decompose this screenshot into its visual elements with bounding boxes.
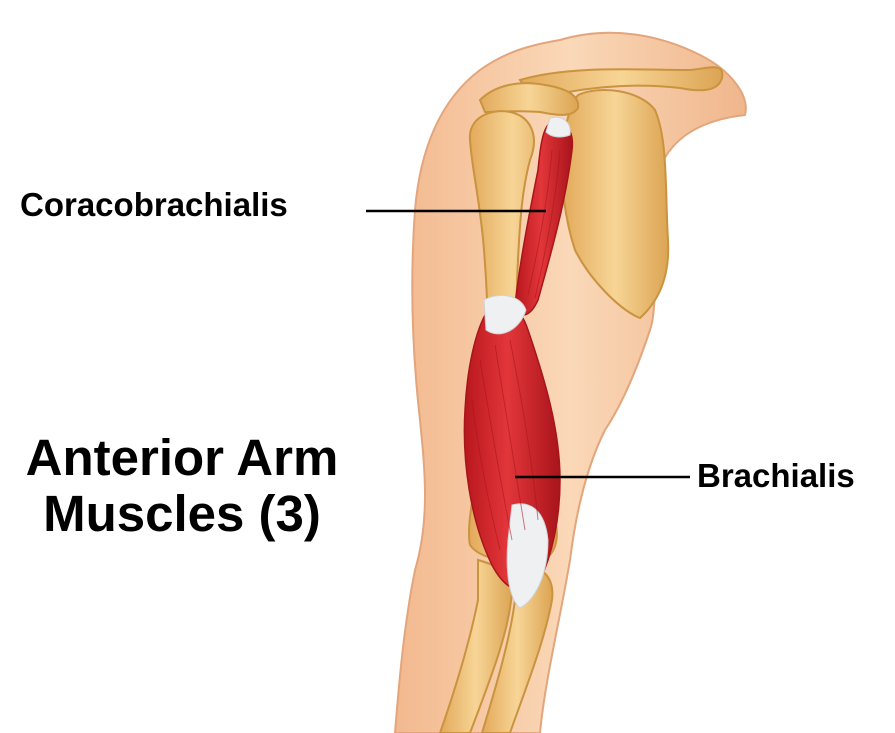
- brachialis-label: Brachialis: [697, 457, 855, 495]
- title-line-2: Muscles (3): [0, 486, 364, 542]
- coracobrachialis-label: Coracobrachialis: [20, 186, 288, 224]
- title-line-1: Anterior Arm: [0, 430, 364, 486]
- diagram-title: Anterior Arm Muscles (3): [0, 430, 364, 542]
